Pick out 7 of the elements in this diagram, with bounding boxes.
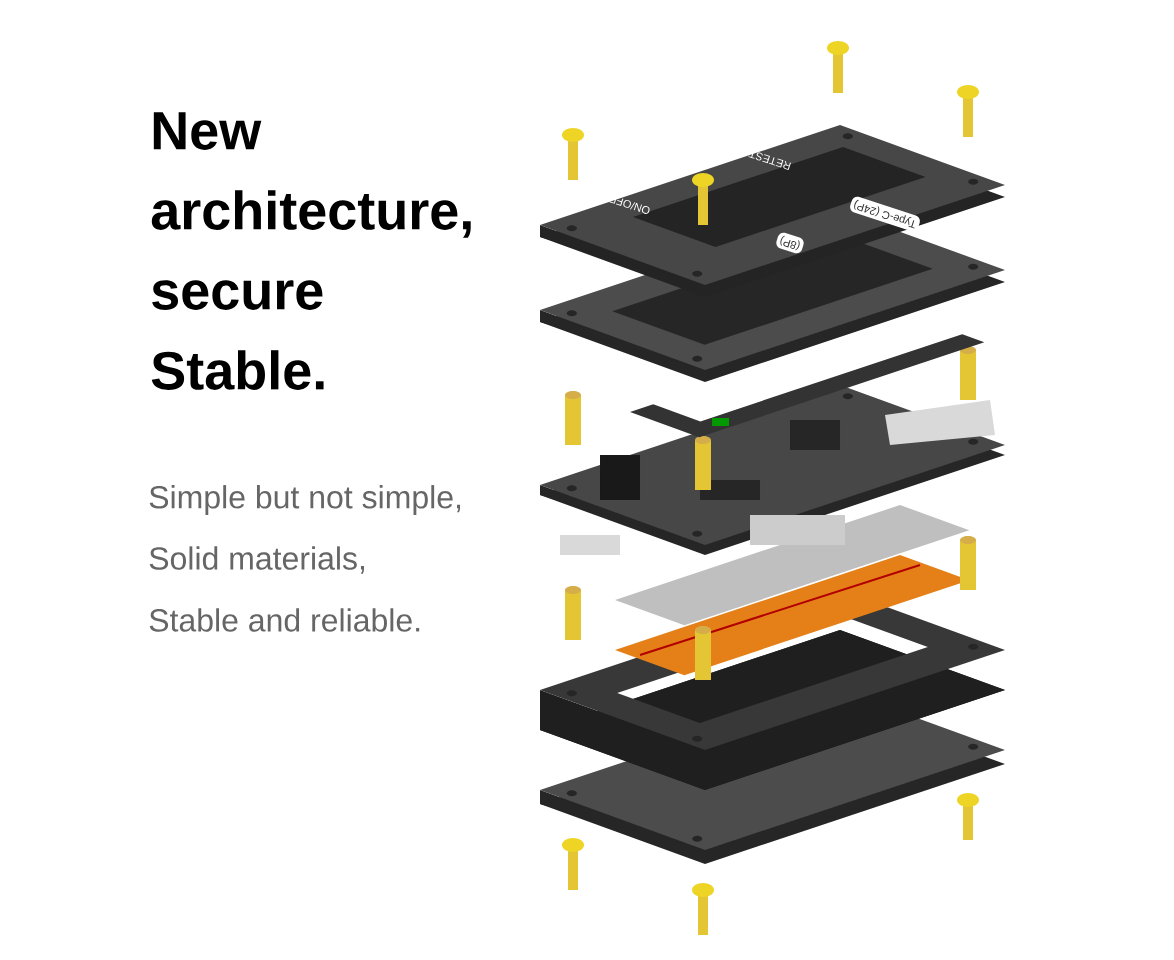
printed-label: Type-C (24P) <box>854 199 915 229</box>
printed-label: (8P) <box>780 235 800 251</box>
printed-label: RETEST <box>748 150 791 170</box>
body-text: Solid materials, <box>149 546 364 574</box>
headline: New architecture, secure Stable. <box>151 112 471 390</box>
body-text: Stable and reliable. <box>149 608 420 632</box>
body-text: Simple but not simple, <box>149 485 461 515</box>
